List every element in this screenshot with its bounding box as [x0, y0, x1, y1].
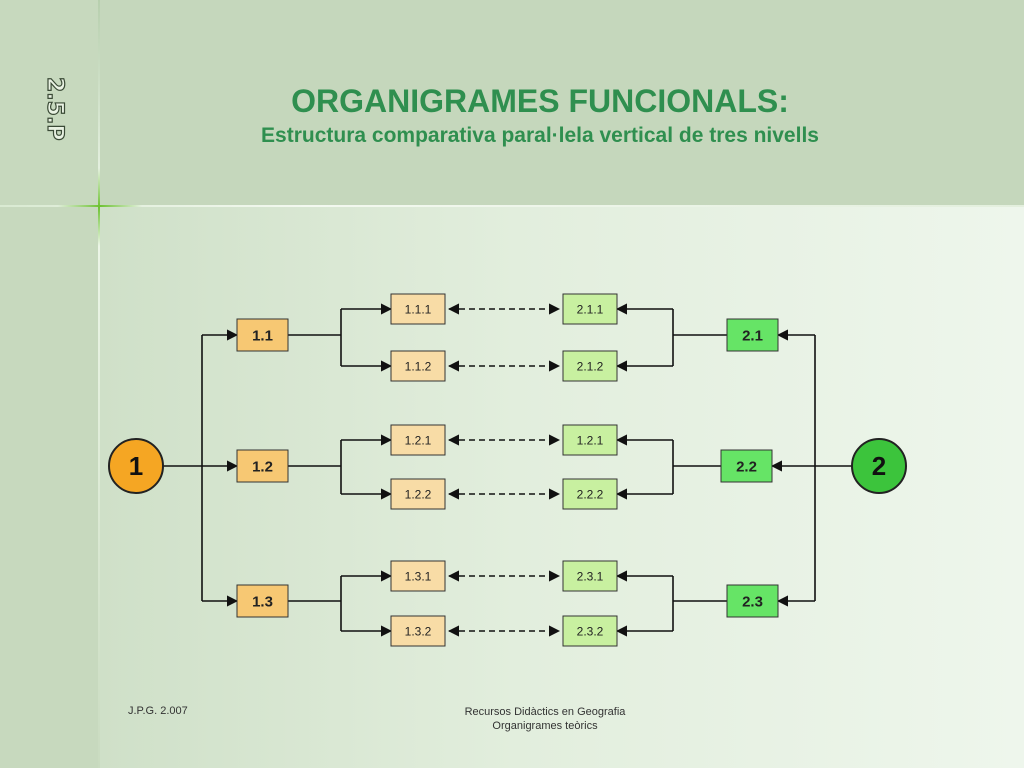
node-root-left-label: 1: [129, 451, 143, 481]
node-left-l2-0-box: [236, 318, 289, 352]
node-root-right-label: 2: [872, 451, 886, 481]
node-right-l3-3-label: 2.2.2: [577, 487, 604, 501]
footer-source-line2: Organigrames teòrics: [492, 720, 598, 732]
node-right-l2-2-label: 2.3: [742, 593, 763, 610]
node-right-l2-2-box: [726, 584, 779, 618]
node-right-l3-1-label: 2.1.2: [577, 359, 604, 373]
node-right-l3-3-box: [562, 478, 618, 510]
page-subtitle: Estructura comparativa paral·lela vertic…: [261, 124, 819, 147]
node-left-l3-4-box: [390, 560, 446, 592]
node-root-right: 2: [851, 438, 907, 494]
node-right-l3-2-box: [562, 424, 618, 456]
node-left-l2-1: 1.2: [236, 449, 289, 483]
node-right-l2-1-box: [720, 449, 773, 483]
node-right-l2-2: 2.3: [726, 584, 779, 618]
node-left-l2-2-box: [236, 584, 289, 618]
node-left-l2-2-label: 1.3: [252, 593, 273, 610]
node-left-l3-4: 1.3.1: [390, 560, 446, 592]
node-right-l3-0-label: 2.1.1: [577, 302, 604, 316]
node-right-l3-5-box: [562, 615, 618, 647]
node-left-l2-1-box: [236, 449, 289, 483]
node-root-left-shape: [108, 438, 164, 494]
node-right-l3-2: 1.2.1: [562, 424, 618, 456]
node-left-l3-2-label: 1.2.1: [405, 433, 432, 447]
node-left-l3-1-label: 1.1.2: [405, 359, 432, 373]
node-right-l3-5: 2.3.2: [562, 615, 618, 647]
node-left-l2-0-label: 1.1: [252, 327, 273, 344]
node-right-l3-4-box: [562, 560, 618, 592]
node-left-l3-3-box: [390, 478, 446, 510]
node-left-l3-1-box: [390, 350, 446, 382]
node-right-l2-1: 2.2: [720, 449, 773, 483]
node-right-l2-1-label: 2.2: [736, 458, 757, 475]
page-title: ORGANIGRAMES FUNCIONALS:: [291, 83, 789, 119]
node-left-l3-2-box: [390, 424, 446, 456]
node-right-l2-0-box: [726, 318, 779, 352]
node-root-left: 1: [108, 438, 164, 494]
node-left-l3-5: 1.3.2: [390, 615, 446, 647]
node-left-l2-1-label: 1.2: [252, 458, 273, 475]
node-right-l3-2-label: 1.2.1: [577, 433, 604, 447]
connector-lines: [163, 303, 852, 637]
node-right-l3-0: 2.1.1: [562, 293, 618, 325]
node-left-l3-4-label: 1.3.1: [405, 569, 432, 583]
sparkle-horizontal: [58, 205, 142, 207]
node-root-right-shape: [851, 438, 907, 494]
node-right-l3-4-label: 2.3.1: [577, 569, 604, 583]
node-right-l3-4: 2.3.1: [562, 560, 618, 592]
footer-author: J.P.G. 2.007: [128, 705, 188, 717]
node-left-l2-2: 1.3: [236, 584, 289, 618]
diagram-nodes: 1 2 1.1 2.1 1.1.1 2.1.1 1.1.2 2.1.2 1.2 2.2 1.2.1 1…: [108, 293, 907, 647]
header-band: [0, 0, 1024, 205]
footer-source: Recursos Didàctics en Geografia Organigr…: [440, 705, 650, 733]
node-right-l3-1-box: [562, 350, 618, 382]
node-left-l3-5-label: 1.3.2: [405, 624, 432, 638]
node-right-l3-1: 2.1.2: [562, 350, 618, 382]
node-left-l3-2: 1.2.1: [390, 424, 446, 456]
node-right-l3-3: 2.2.2: [562, 478, 618, 510]
node-right-l2-0-label: 2.1: [742, 327, 763, 344]
header-divider: [0, 205, 1024, 207]
node-left-l3-1: 1.1.2: [390, 350, 446, 382]
left-divider: [98, 0, 100, 768]
node-left-l2-0: 1.1: [236, 318, 289, 352]
node-left-l3-3: 1.2.2: [390, 478, 446, 510]
left-band: [0, 0, 100, 768]
node-right-l3-0-box: [562, 293, 618, 325]
sparkle-vertical: [98, 168, 100, 246]
node-left-l3-0: 1.1.1: [390, 293, 446, 325]
node-left-l3-5-box: [390, 615, 446, 647]
node-left-l3-0-box: [390, 293, 446, 325]
footer-source-line1: Recursos Didàctics en Geografia: [464, 706, 626, 718]
node-right-l3-5-label: 2.3.2: [577, 624, 604, 638]
node-left-l3-0-label: 1.1.1: [405, 302, 432, 316]
node-left-l3-3-label: 1.2.2: [405, 487, 432, 501]
node-right-l2-0: 2.1: [726, 318, 779, 352]
